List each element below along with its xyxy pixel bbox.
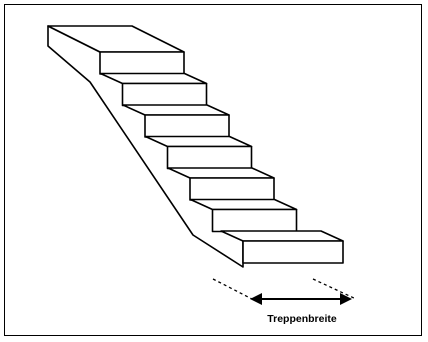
staircase: [47, 25, 344, 268]
step-riser-6: [211, 208, 298, 233]
step-tread-7: [220, 230, 344, 242]
step-riser-5: [189, 177, 275, 201]
width-label: Treppenbreite: [267, 313, 337, 325]
step-riser-2: [121, 82, 208, 107]
arrow-head-left: [250, 293, 262, 305]
dotted-guide-left: [212, 278, 253, 300]
step-riser-1: [99, 51, 185, 75]
step-riser-7: [242, 240, 344, 264]
width-indicator: Treppenbreite: [212, 278, 357, 325]
dotted-guide-right: [312, 278, 357, 300]
arrow-head-right: [340, 293, 352, 305]
step-riser-3: [144, 114, 230, 138]
step-riser-4: [166, 145, 253, 170]
